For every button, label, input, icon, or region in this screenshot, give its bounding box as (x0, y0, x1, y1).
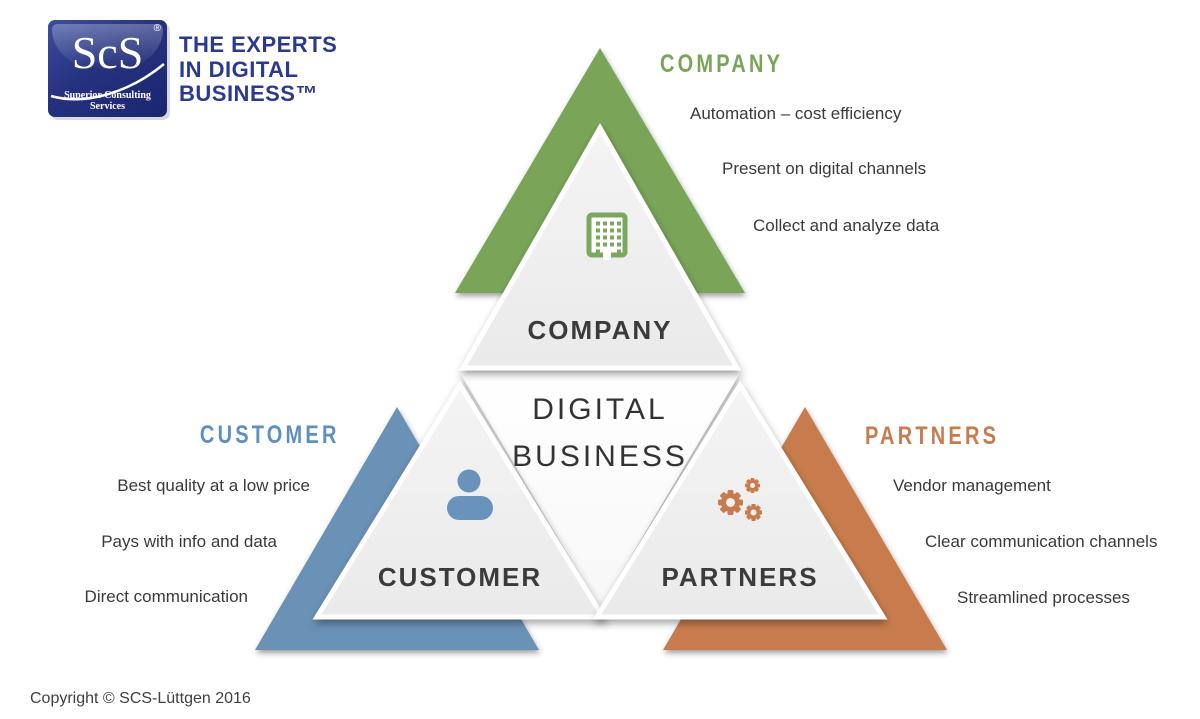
customer-bullet-3: Direct communication (84, 587, 248, 606)
customer-section-heading: CUSTOMER (200, 421, 340, 449)
building-icon (586, 212, 628, 260)
logo-monogram: ScS (71, 27, 144, 78)
customer-bullet-1: Best quality at a low price (117, 476, 310, 495)
partners-bullet-2: Clear communication channels (925, 532, 1158, 551)
partners-section-heading: PARTNERS (865, 422, 1000, 450)
registered-trademark-symbol: ® (153, 23, 161, 34)
copyright-notice: Copyright © SCS-Lüttgen 2016 (30, 690, 251, 707)
scs-logo: ScS ® Superior Consulting Services (48, 20, 167, 117)
company-bullet-1: Automation – cost efficiency (690, 104, 902, 123)
partners-bullet-1: Vendor management (893, 476, 1051, 495)
center-title-line-2: BUSINESS (512, 440, 688, 473)
logo-swoosh-curve (50, 63, 165, 101)
tagline-line-2: IN DIGITAL (179, 56, 299, 82)
company-section-heading: COMPANY (660, 50, 784, 78)
logo-subtitle: Superior Consulting Services (64, 90, 151, 112)
customer-bullet-2: Pays with info and data (101, 532, 277, 551)
gears-icon (718, 478, 762, 521)
customer-triangle-label: CUSTOMER (377, 562, 543, 592)
partners-triangle-label: PARTNERS (661, 562, 819, 592)
tagline-line-1: THE EXPERTS (179, 32, 338, 57)
person-icon (447, 469, 493, 520)
company-bullet-3: Collect and analyze data (753, 216, 940, 235)
company-bullet-2: Present on digital channels (722, 159, 927, 178)
company-tagline: THE EXPERTS IN DIGITAL BUSINESS™ (179, 32, 338, 107)
center-triangle (460, 373, 740, 608)
center-title-line-1: DIGITAL (532, 393, 668, 426)
partners-bullet-3: Streamlined processes (957, 588, 1130, 607)
company-triangle-label: COMPANY (527, 315, 673, 345)
tagline-line-3: BUSINESS™ (179, 81, 318, 106)
